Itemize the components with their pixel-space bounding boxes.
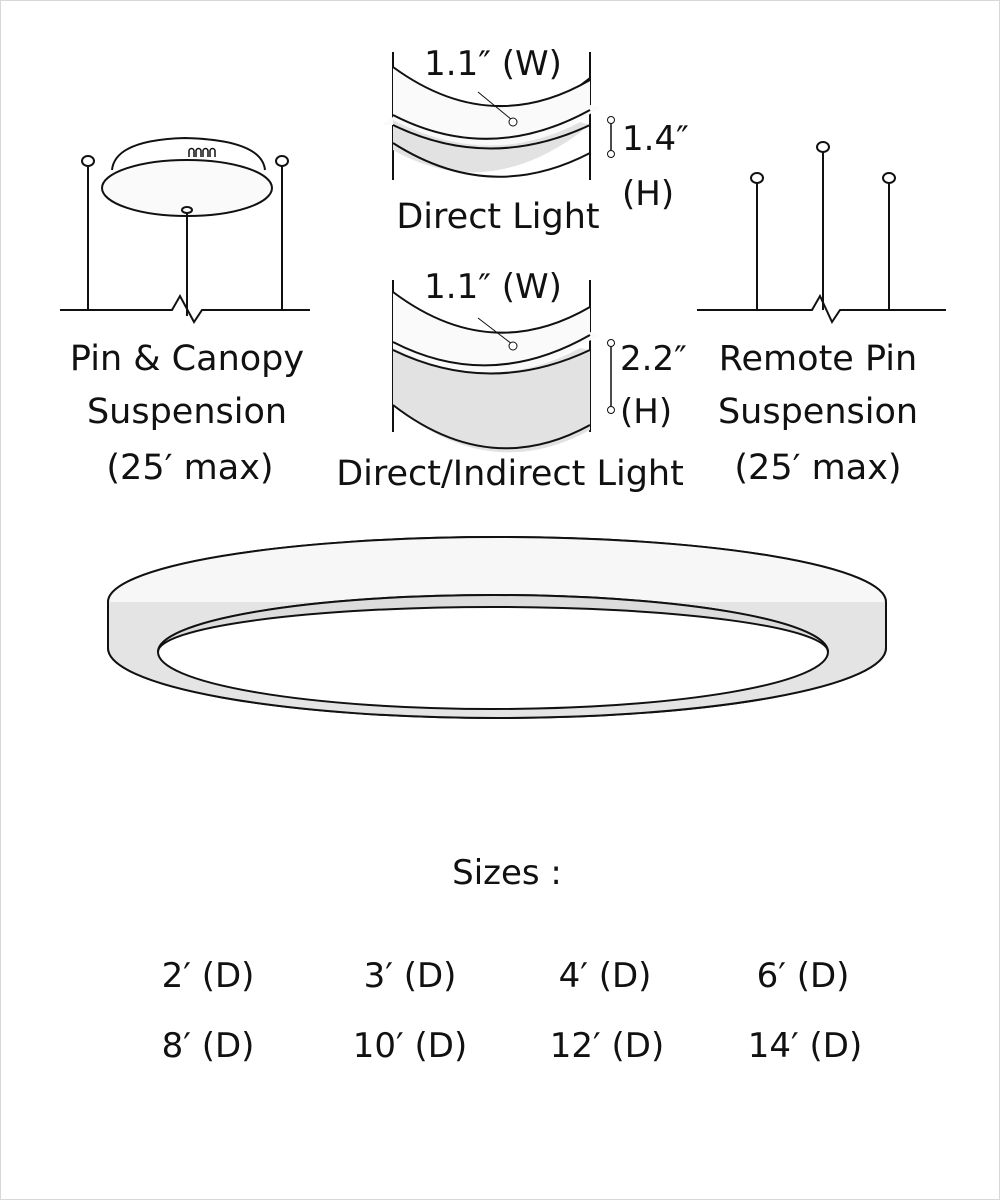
size-item: 4′ (D): [559, 956, 652, 996]
pin-canopy-illustration: [60, 136, 310, 324]
direct-width: 1.1″ (W): [424, 44, 562, 84]
direct-indirect-height-unit: (H): [620, 392, 672, 432]
direct-indirect-width: 1.1″ (W): [424, 267, 562, 307]
size-item: 6′ (D): [757, 956, 850, 996]
size-item: 14′ (D): [748, 1026, 863, 1066]
pin-canopy-label: Pin & Canopy: [70, 339, 304, 379]
direct-height: 1.4″: [622, 119, 689, 159]
size-item: 3′ (D): [364, 956, 457, 996]
remote-pin-max: (25′ max): [734, 448, 901, 488]
size-item: 12′ (D): [550, 1026, 665, 1066]
pin-canopy-max: (25′ max): [106, 448, 273, 488]
direct-light-profile: [382, 52, 615, 180]
size-item: 10′ (D): [353, 1026, 468, 1066]
sizes-title: Sizes :: [452, 853, 562, 893]
remote-pin-label-2: Suspension: [718, 392, 918, 432]
ring-fixture-illustration: [107, 536, 887, 719]
direct-indirect-light-profile: [392, 280, 615, 453]
direct-indirect-light-label: Direct/Indirect Light: [336, 454, 684, 494]
direct-height-unit: (H): [622, 174, 674, 214]
remote-pin-illustration: [697, 141, 946, 325]
remote-pin-label: Remote Pin: [719, 339, 917, 379]
direct-light-label: Direct Light: [396, 197, 599, 237]
size-item: 8′ (D): [162, 1026, 255, 1066]
sizes-grid: 2′ (D) 3′ (D) 4′ (D) 6′ (D) 8′ (D) 10′ (…: [162, 956, 863, 1066]
pin-canopy-label-2: Suspension: [87, 392, 287, 432]
direct-indirect-height: 2.2″: [620, 339, 687, 379]
size-item: 2′ (D): [162, 956, 255, 996]
